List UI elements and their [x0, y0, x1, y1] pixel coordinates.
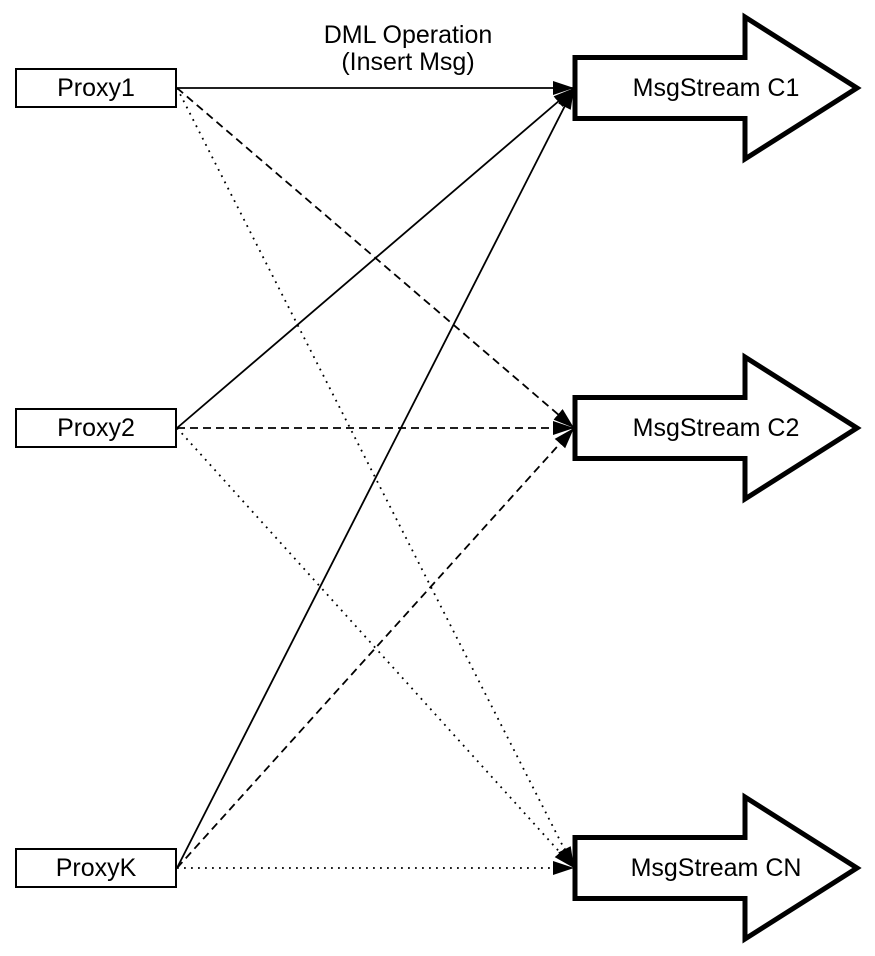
proxy-node-proxy1: Proxy1: [15, 68, 177, 108]
proxy-label: ProxyK: [55, 853, 137, 882]
edge-proxy1-to-cN: [176, 87, 575, 869]
diagram-title: DML Operation (Insert Msg): [258, 22, 558, 76]
proxy-label: Proxy2: [57, 413, 135, 442]
msgstream-arrow-cN: [572, 792, 862, 944]
edge-proxy1-to-c2: [176, 87, 575, 429]
proxy-node-proxy2: Proxy2: [15, 408, 177, 448]
proxy-node-proxyK: ProxyK: [15, 848, 177, 888]
msgstream-arrow-c1: [572, 12, 862, 164]
proxy-label: Proxy1: [57, 73, 135, 102]
edge-proxy2-to-cN: [176, 427, 575, 869]
msgstream-arrow-c2: [572, 352, 862, 504]
edge-proxyK-to-c1: [176, 87, 575, 869]
title-line-1: DML Operation: [323, 21, 493, 49]
edge-proxyK-to-c2: [176, 427, 575, 869]
title-line-2: (Insert Msg): [341, 48, 475, 76]
